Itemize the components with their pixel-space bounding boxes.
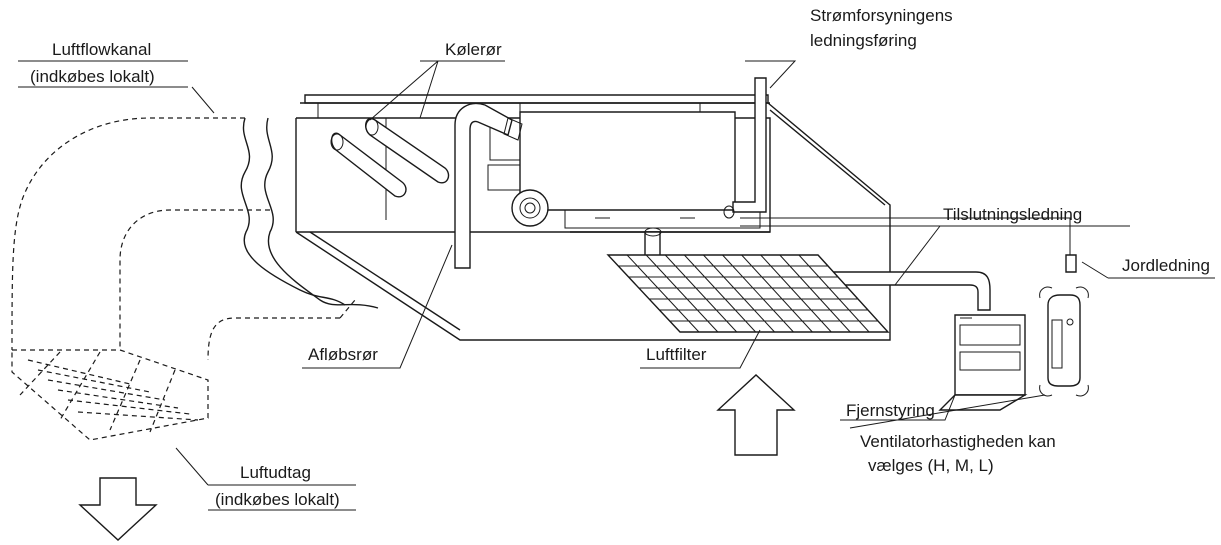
power-wiring-label-line2: ledningsføring xyxy=(810,31,917,50)
wireless-remote xyxy=(1039,286,1089,397)
drain-pipe xyxy=(454,102,523,269)
cooler-pipes xyxy=(330,117,450,198)
air-filter xyxy=(606,254,890,333)
cooler-pipes-label: Kølerør xyxy=(445,40,502,59)
connection-wire-label: Tilslutningsledning xyxy=(943,205,1083,224)
power-supply-wiring xyxy=(723,77,767,219)
wired-remote xyxy=(938,314,1028,411)
fan-speed-label-line2: vælges (H, M, L) xyxy=(868,456,994,475)
power-wiring-label-line1: Strømforsyningens xyxy=(810,6,953,25)
indoor-unit xyxy=(240,94,891,341)
leader-lines xyxy=(18,60,1215,511)
outlet-note-label: (indkøbes lokalt) xyxy=(215,490,340,509)
fan-speed-label-line1: Ventilatorhastigheden kan xyxy=(860,432,1056,451)
remote-label: Fjernstyring xyxy=(846,401,935,420)
ground-wire-label: Jordledning xyxy=(1122,256,1210,275)
duct-label: Luftflowkanal xyxy=(52,40,152,59)
remote-cable xyxy=(644,227,991,311)
air-duct xyxy=(11,117,356,361)
drain-pipe-label: Afløbsrør xyxy=(308,345,378,364)
air-outlet-label: Luftudtag xyxy=(240,463,311,482)
airflow-out-arrow xyxy=(78,477,158,541)
duct-note-label: (indkøbes lokalt) xyxy=(30,67,155,86)
air-outlet-grille xyxy=(11,349,209,441)
airflow-in-arrow xyxy=(716,374,796,456)
air-filter-label: Luftfilter xyxy=(646,345,707,364)
